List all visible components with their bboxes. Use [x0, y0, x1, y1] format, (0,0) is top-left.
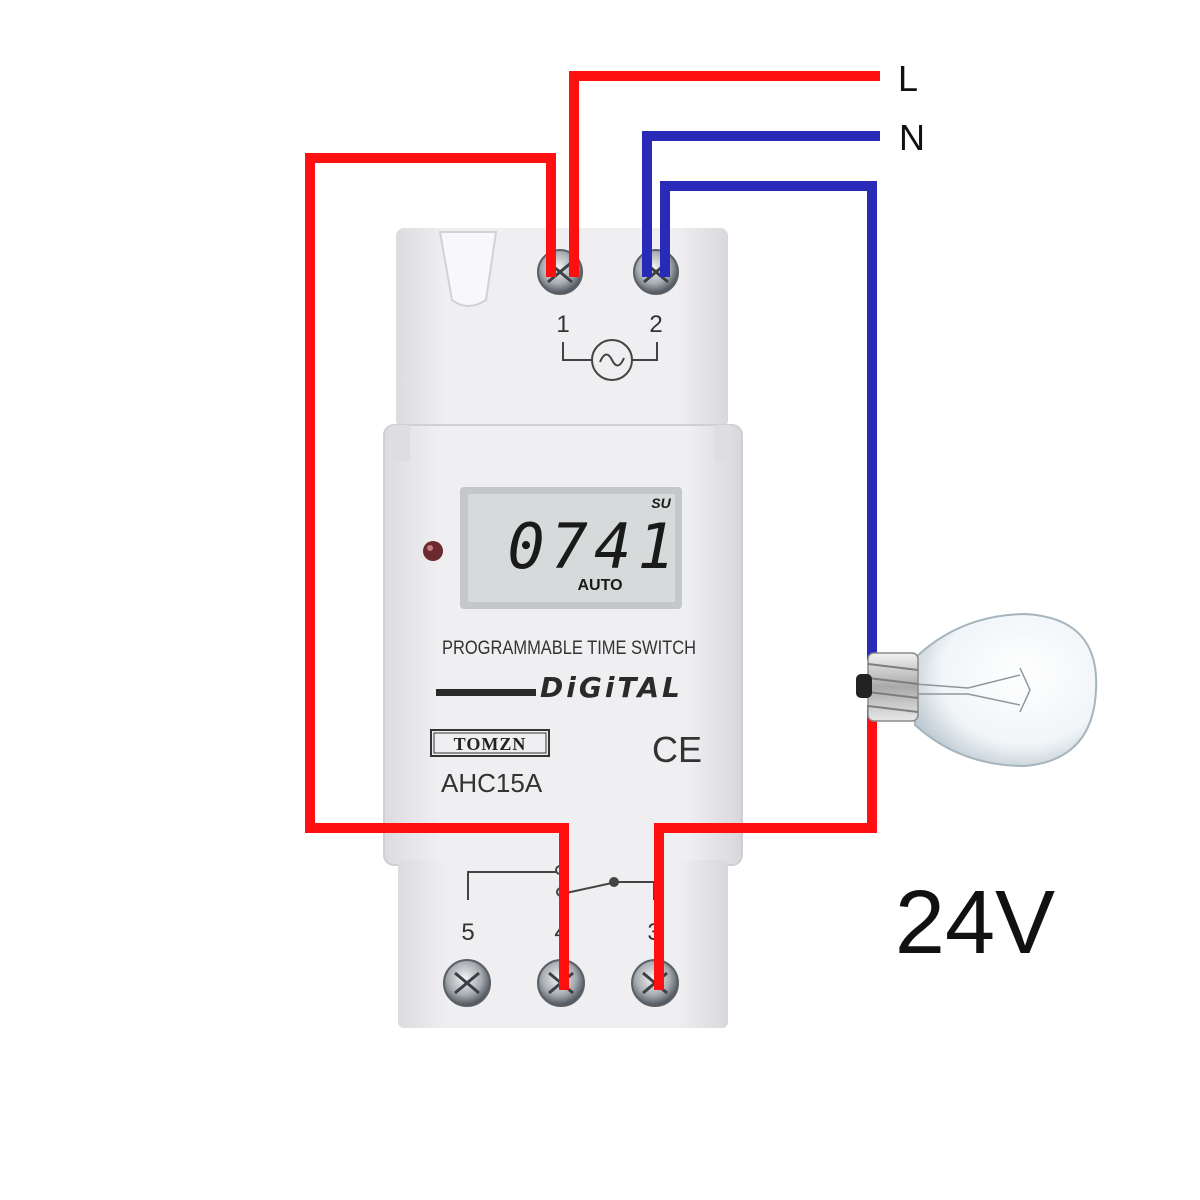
- terminal-1-label: 1: [556, 311, 569, 338]
- switched-live-wire: [654, 705, 877, 990]
- neutral-label: N: [899, 117, 925, 158]
- ce-mark: CE: [652, 729, 702, 770]
- terminal-5-screw: [443, 959, 491, 1007]
- digital-underline-bar: [436, 689, 536, 696]
- lcd-day-indicator: SU: [651, 495, 671, 511]
- relay-switch-icon: [467, 865, 655, 908]
- lcd-display: [460, 487, 682, 609]
- status-led: [423, 541, 443, 561]
- lcd-mode-indicator: AUTO: [577, 577, 622, 594]
- line-label: L: [898, 58, 918, 99]
- brand-name: TOMZN: [454, 734, 527, 754]
- lcd-time-readout: 0741: [507, 510, 680, 583]
- brand-logo: TOMZN: [430, 729, 550, 757]
- neutral-supply-wire: [642, 131, 880, 277]
- terminal-2-screw: [633, 249, 679, 295]
- live-loop-wire: [305, 153, 569, 990]
- device-title: PROGRAMMABLE TIME SWITCH: [442, 638, 696, 659]
- model-number: AHC15A: [441, 768, 543, 798]
- terminal-5-label: 5: [461, 919, 474, 946]
- light-bulb-icon: [856, 612, 1098, 768]
- digital-logo-text: DiGiTAL: [540, 671, 683, 704]
- terminal-2-label: 2: [649, 311, 662, 338]
- live-supply-wire: [569, 71, 880, 277]
- ac-sine-icon: [562, 339, 658, 381]
- voltage-label: 24V: [895, 873, 1055, 973]
- neutral-lamp-wire: [660, 181, 877, 660]
